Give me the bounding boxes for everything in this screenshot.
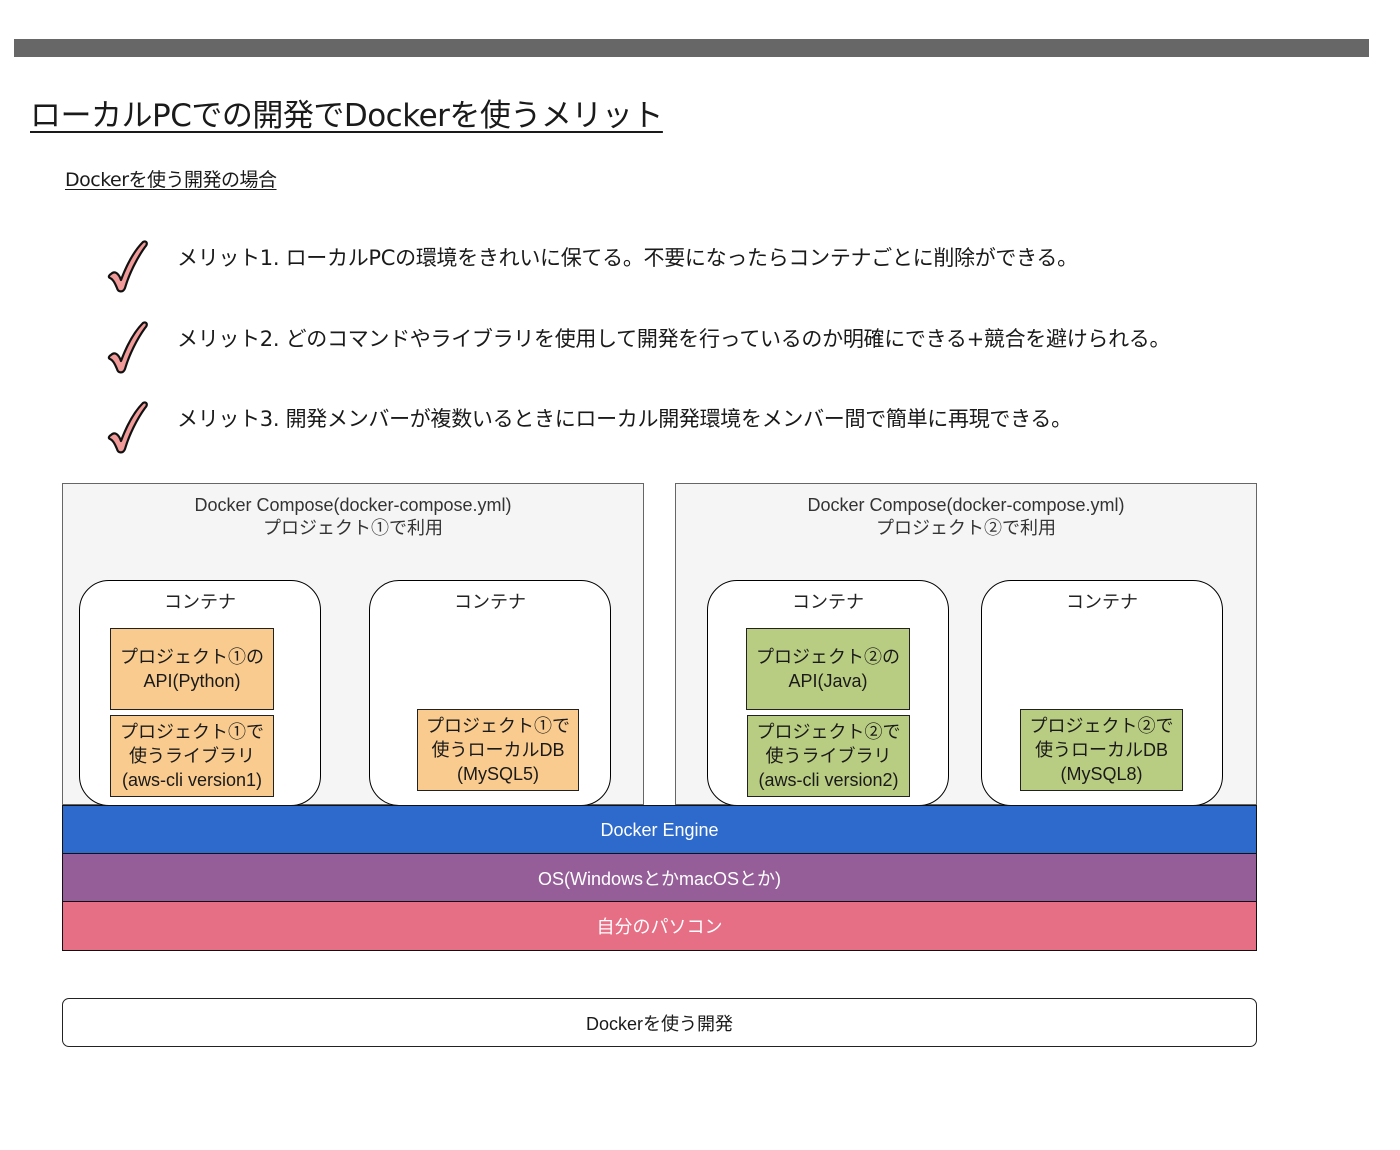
container-title: コンテナ	[164, 592, 236, 613]
compose-group-project2: Docker Compose(docker-compose.yml) プロジェク…	[675, 483, 1257, 806]
library-box: プロジェクト①で 使うライブラリ (aws-cli version1)	[110, 715, 274, 797]
api-box: プロジェクト②の API(Java)	[746, 628, 910, 710]
container-db: コンテナ プロジェクト②で 使うローカルDB (MySQL8)	[981, 580, 1223, 806]
top-bar	[14, 39, 1369, 57]
compose-label-line1: Docker Compose(docker-compose.yml)	[194, 495, 512, 515]
merit-item-3: メリット3. 開発メンバーが複数いるときにローカル開発環境をメンバー間で簡単に再…	[105, 399, 1072, 455]
compose-label-line2: プロジェクト②で利用	[876, 518, 1056, 538]
merit-text: メリット3. 開発メンバーが複数いるときにローカル開発環境をメンバー間で簡単に再…	[177, 407, 1072, 431]
merit-item-2: メリット2. どのコマンドやライブラリを使用して開発を行っているのか明確にできる…	[105, 319, 1171, 375]
container-title: コンテナ	[1066, 592, 1138, 613]
pc-layer: 自分のパソコン	[62, 901, 1257, 951]
compose-label: Docker Compose(docker-compose.yml) プロジェク…	[676, 494, 1256, 540]
checkmark-icon	[107, 401, 148, 454]
compose-label-line1: Docker Compose(docker-compose.yml)	[807, 495, 1125, 515]
library-box: プロジェクト②で 使うライブラリ (aws-cli version2)	[747, 715, 910, 797]
container-api: コンテナ プロジェクト①の API(Python) プロジェクト①で 使うライブ…	[79, 580, 321, 806]
db-box: プロジェクト①で 使うローカルDB (MySQL5)	[417, 709, 579, 791]
container-title: コンテナ	[792, 592, 864, 613]
compose-group-project1: Docker Compose(docker-compose.yml) プロジェク…	[62, 483, 644, 806]
docker-development-label: Dockerを使う開発	[62, 998, 1257, 1047]
compose-label: Docker Compose(docker-compose.yml) プロジェク…	[63, 494, 643, 540]
merit-text: メリット2. どのコマンドやライブラリを使用して開発を行っているのか明確にできる…	[177, 327, 1171, 351]
section-subtitle: Dockerを使う開発の場合	[65, 169, 277, 191]
os-layer: OS(WindowsとかmacOSとか)	[62, 853, 1257, 903]
container-api: コンテナ プロジェクト②の API(Java) プロジェクト②で 使うライブラリ…	[707, 580, 949, 806]
db-box: プロジェクト②で 使うローカルDB (MySQL8)	[1020, 709, 1183, 791]
compose-label-line2: プロジェクト①で利用	[263, 518, 443, 538]
container-title: コンテナ	[454, 592, 526, 613]
page-title: ローカルPCでの開発でDockerを使うメリット	[30, 98, 663, 134]
checkmark-icon	[107, 240, 148, 293]
container-db: コンテナ プロジェクト①で 使うローカルDB (MySQL5)	[369, 580, 611, 806]
api-box: プロジェクト①の API(Python)	[110, 628, 274, 710]
merit-text: メリット1. ローカルPCの環境をきれいに保てる。不要になったらコンテナごとに削…	[177, 246, 1078, 270]
merit-item-1: メリット1. ローカルPCの環境をきれいに保てる。不要になったらコンテナごとに削…	[105, 238, 1078, 294]
checkmark-icon	[107, 321, 148, 374]
docker-engine-layer: Docker Engine	[62, 805, 1257, 855]
